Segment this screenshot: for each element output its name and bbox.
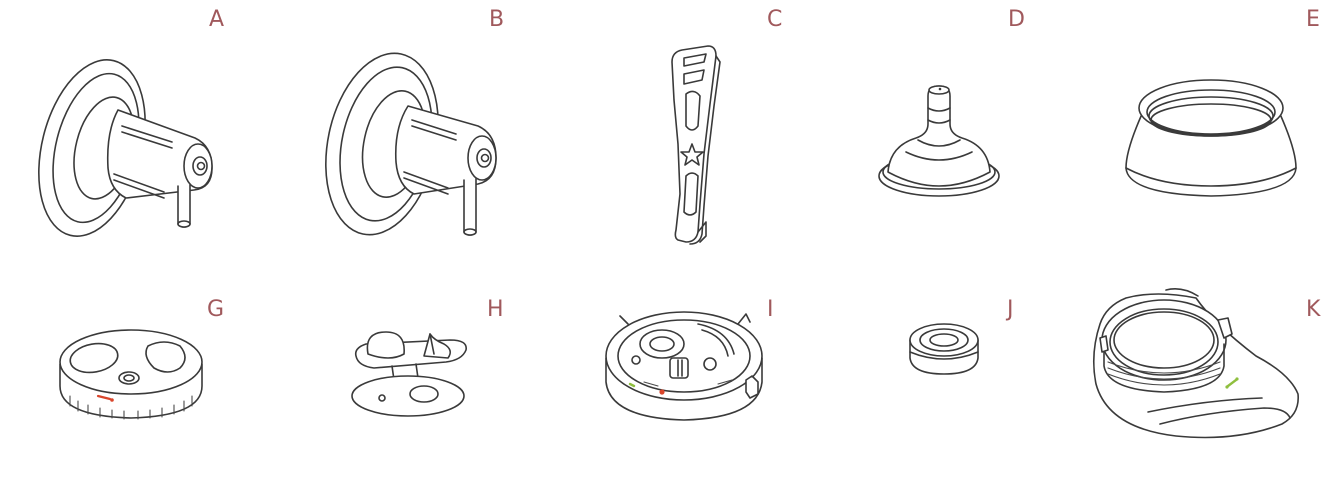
part-d: D	[840, 0, 1060, 250]
part-c: C	[560, 0, 820, 250]
part-a: A	[0, 0, 270, 250]
strap-tool-drawing	[664, 44, 744, 249]
part-label-e: E	[1306, 7, 1321, 32]
valve-membrane-drawing	[350, 330, 472, 420]
pump-housing-drawing	[1086, 284, 1306, 444]
part-label-h: H	[487, 297, 505, 322]
seal-ring-drawing	[906, 318, 982, 378]
teat-drawing	[876, 80, 1002, 200]
part-b: B	[280, 0, 540, 250]
part-h: H	[280, 270, 540, 470]
red-alignment-dot	[659, 389, 665, 395]
pump-base-drawing	[600, 302, 772, 422]
part-label-b: B	[489, 7, 505, 32]
part-label-g: G	[207, 297, 225, 322]
part-label-i: I	[767, 297, 774, 322]
part-k: K	[1080, 270, 1330, 470]
part-j: J	[840, 270, 1060, 470]
part-label-a: A	[209, 7, 225, 32]
breast-shield-b-drawing	[316, 40, 516, 245]
green-indicator-mark	[1228, 380, 1236, 386]
green-alignment-marker	[630, 384, 634, 386]
breast-shield-a-drawing	[30, 50, 230, 245]
part-g: G	[0, 270, 270, 470]
part-label-d: D	[1008, 7, 1026, 32]
red-alignment-marker	[98, 396, 110, 399]
collar-ring-drawing	[1120, 68, 1302, 200]
rotating-cap-drawing	[56, 324, 206, 424]
part-label-c: C	[767, 7, 783, 32]
part-e: E	[1080, 0, 1330, 250]
part-i: I	[560, 270, 820, 470]
part-label-k: K	[1306, 297, 1321, 322]
part-label-j: J	[1007, 297, 1014, 322]
